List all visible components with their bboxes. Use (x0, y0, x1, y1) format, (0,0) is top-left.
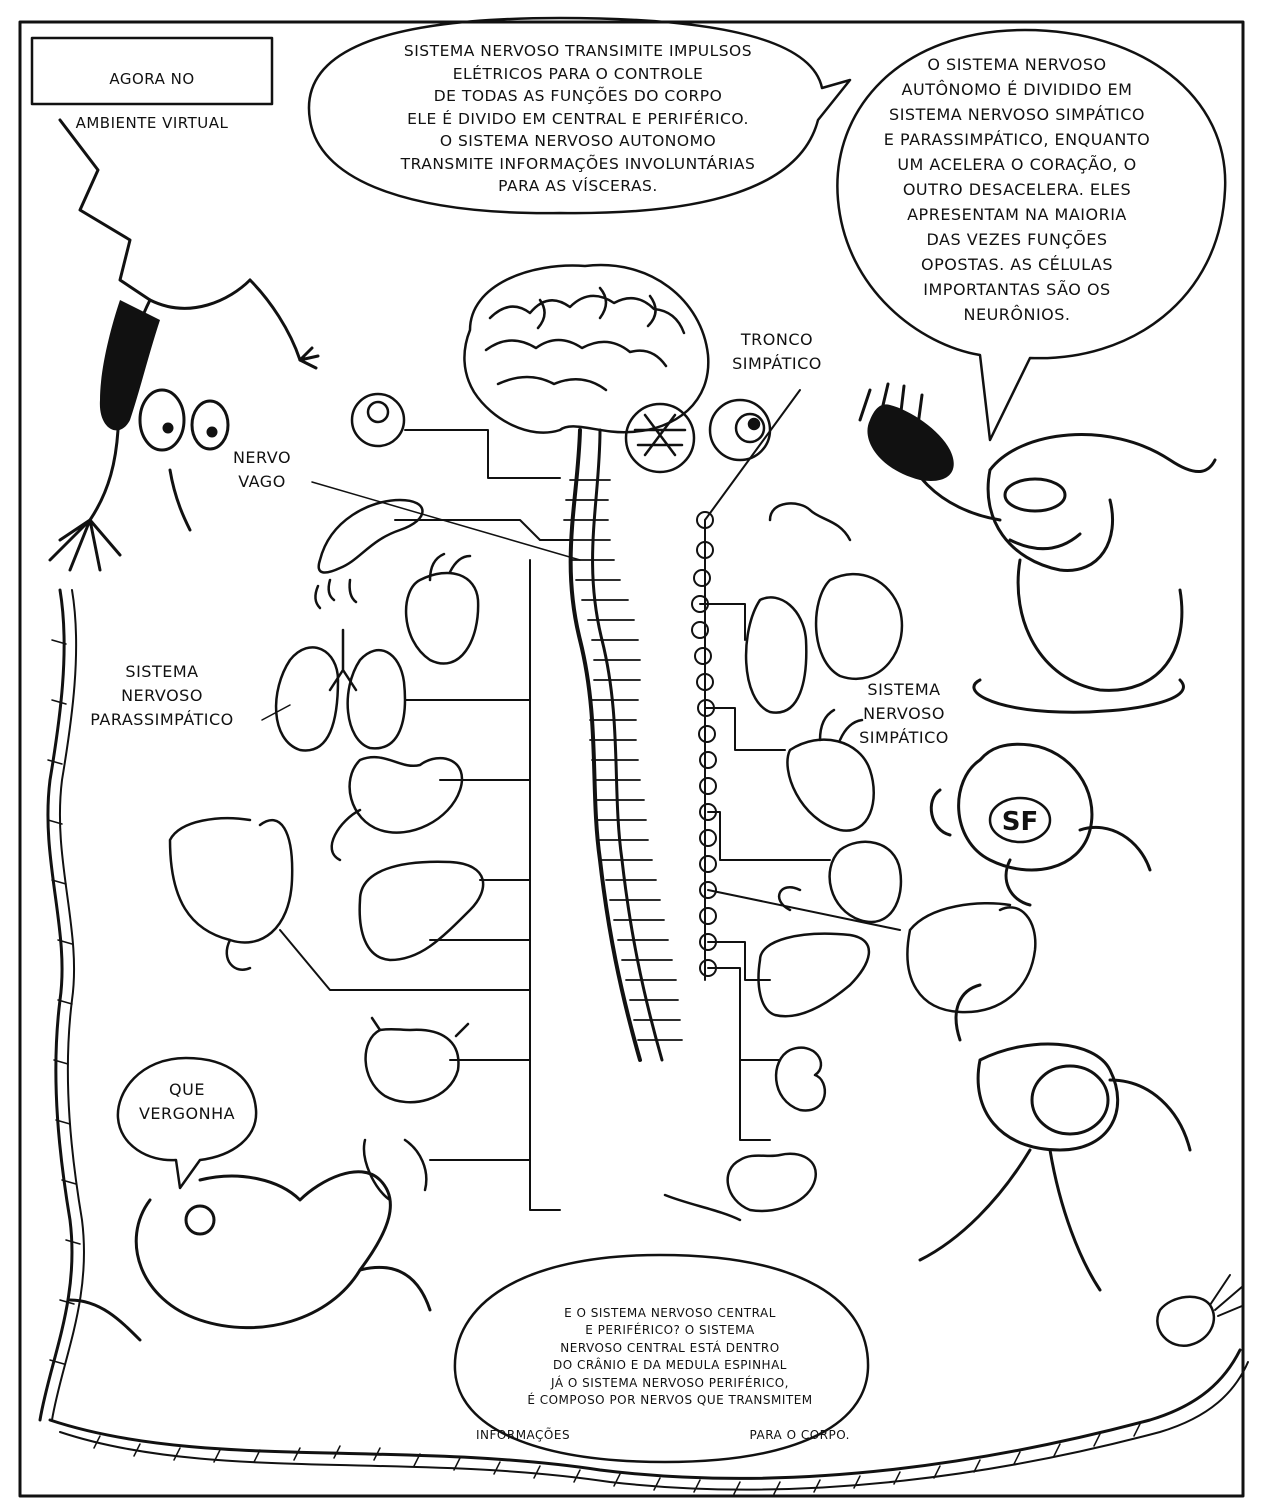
stomach-drawing-left (350, 757, 462, 832)
doctor-glove (867, 404, 953, 481)
reproductive-drawing-left (364, 1140, 426, 1200)
character-upside-down (50, 120, 318, 570)
character-body-dark (100, 300, 160, 430)
caption-box-text: AGORA NO AMBIENTE VIRTUAL (32, 38, 272, 104)
label-nervo-vago: NERVO VAGO (212, 446, 312, 494)
lungs-drawing-left (276, 630, 405, 750)
label-sistema-simpatico: SISTEMA NERVOSO SIMPÁTICO (834, 678, 974, 750)
sympathetic-chain (692, 390, 800, 980)
speech-bubble-bottom-body: E O SISTEMA NERVOSO CENTRAL E PERIFÉRICO… (470, 1305, 870, 1410)
creature-small-bottom-right (1157, 1297, 1214, 1346)
intestines-drawing-left (170, 818, 292, 942)
liver-drawing-left (360, 862, 483, 960)
heart-drawing-right (787, 740, 873, 831)
speech-bubble-bottom-lastline: INFORMAÇÕES PARA O CORPO. (470, 1427, 870, 1445)
caption-line-2: AMBIENTE VIRTUAL (32, 112, 272, 134)
sf-badge-text: SF (1002, 807, 1039, 837)
tongue-drawing-right (770, 503, 850, 540)
speech-bubble-bottom-text: E O SISTEMA NERVOSO CENTRAL E PERIFÉRICO… (470, 1287, 870, 1462)
character-reclining (70, 1172, 430, 1340)
speech-bubble-bottom-last-right: PARA O CORPO. (750, 1427, 850, 1445)
sf-badge: SF (990, 798, 1050, 842)
intestines-drawing-right (907, 903, 1035, 1012)
label-tronco-simpatico: TRONCO SIMPÁTICO (712, 328, 842, 376)
label-sistema-parassimpatico: SISTEMA NERVOSO PARASSIMPÁTICO (62, 660, 262, 732)
liver-drawing-right (759, 934, 869, 1017)
speech-bubble-small-text: QUE VERGONHA (122, 1078, 252, 1126)
eye-drawings (352, 394, 770, 460)
bladder-drawing-right (728, 1154, 816, 1211)
reproductive-drawing-right (665, 1195, 740, 1220)
kidney-drawing-right (776, 1048, 825, 1111)
heart-drawing-left (406, 573, 478, 664)
speech-bubble-bottom-last-left: INFORMAÇÕES (476, 1427, 570, 1445)
tongue-drawing-left (319, 500, 423, 573)
speech-bubble-top-text: SISTEMA NERVOSO TRANSIMITE IMPULSOS ELÉT… (318, 40, 838, 198)
speech-bubble-right-text: O SISTEMA NERVOSO AUTÔNOMO É DIVIDIDO EM… (842, 52, 1192, 327)
vertebrae (564, 480, 682, 1040)
stomach-drawing-right (830, 842, 901, 922)
character-lower-right (920, 985, 1190, 1290)
bladder-drawing-left (366, 1029, 459, 1102)
caption-line-1: AGORA NO (32, 68, 272, 90)
spinal-cord (571, 430, 640, 1060)
brain-drawing (464, 265, 708, 472)
